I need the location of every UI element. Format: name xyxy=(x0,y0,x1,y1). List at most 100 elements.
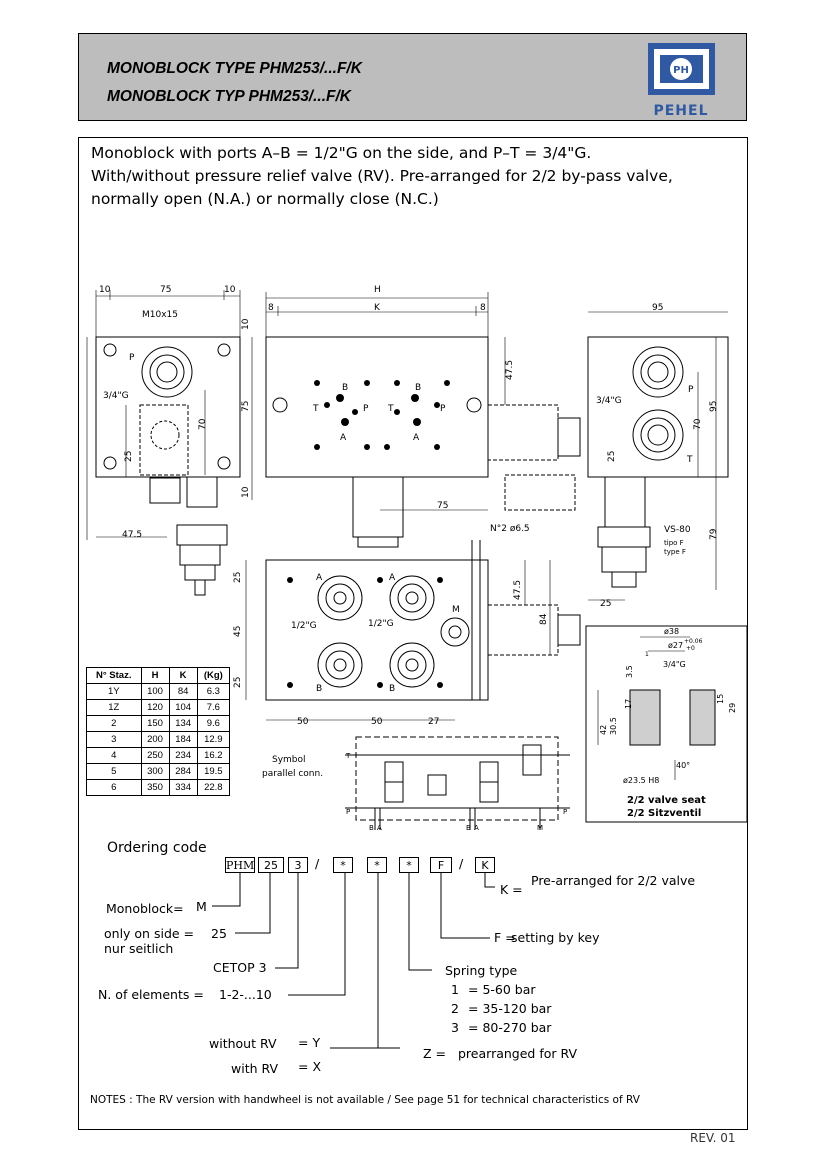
code-box-25: 25 xyxy=(258,857,284,873)
dim-45: 45 xyxy=(233,626,243,637)
label-n2-holes: N°2 ø6.5 xyxy=(490,524,530,534)
code-box-f: F xyxy=(430,857,452,873)
ordering-title: Ordering code xyxy=(107,840,207,856)
spring-1-range: = 5-60 bar xyxy=(468,982,536,997)
spring-3-num: 3 xyxy=(451,1020,459,1035)
seat-d38: ø38 xyxy=(664,627,679,636)
symbol-b-2: B xyxy=(466,824,471,832)
label-vs80: VS-80 xyxy=(664,525,691,535)
seat-d15: 15 xyxy=(716,694,725,704)
table-row: 6 350 334 22.8 xyxy=(86,779,231,796)
cetop-label: CETOP 3 xyxy=(213,960,267,975)
dim-79: 79 xyxy=(709,528,719,540)
dim-v-70-left: 70 xyxy=(198,418,208,430)
dim-v-25-left: 25 xyxy=(124,451,134,462)
logo-monogram: PH xyxy=(673,65,689,76)
seat-tol: +0.06 xyxy=(684,638,703,645)
dimension-table: N° Staz. H K (Kg) 1Y 100 84 6.3 1Z 120 1… xyxy=(86,667,231,796)
label-m10x15: M10x15 xyxy=(142,310,178,320)
label-m-bottom: M xyxy=(452,605,460,615)
symbol-t: T xyxy=(345,752,351,760)
dim-95-side: 95 xyxy=(709,401,719,412)
table-row: 4 250 234 16.2 xyxy=(86,747,231,764)
dim-25-side: 25 xyxy=(607,451,617,462)
pehel-logo: PH PEHEL xyxy=(648,43,715,119)
code-box-phm: PHM xyxy=(225,857,255,873)
side-label-de: nur seitlich xyxy=(104,941,174,956)
label-type: type F xyxy=(664,548,686,556)
label-t-front-1: T xyxy=(312,404,319,414)
table-row: 2 150 134 9.6 xyxy=(86,715,231,732)
seat-caption-1: 2/2 valve seat xyxy=(627,795,706,806)
dim-k: K xyxy=(374,303,381,313)
label-t-right: T xyxy=(686,455,693,465)
symbol-title-2: parallel conn. xyxy=(262,769,323,779)
header-banner: MONOBLOCK TYPE PHM253/...F/K MONOBLOCK T… xyxy=(78,33,747,121)
elements-label: N. of elements = xyxy=(98,987,204,1002)
title-line-2: MONOBLOCK TYP PHM253/...F/K xyxy=(107,88,352,105)
dim-50-1: 50 xyxy=(297,717,309,727)
code-box-star-1: * xyxy=(333,857,353,873)
code-box-star-2: * xyxy=(367,857,387,873)
spring-1-num: 1 xyxy=(451,982,459,997)
monoblock-label: Monoblock= xyxy=(106,901,184,916)
label-tipo: tipo F xyxy=(664,539,684,547)
seat-d29: 29 xyxy=(728,703,737,713)
dim-27: 27 xyxy=(428,717,439,727)
label-g34-right: 3/4"G xyxy=(596,396,622,406)
symbol-a-1: A xyxy=(377,824,382,832)
symbol-b-1: B xyxy=(369,824,374,832)
logo-wordmark: PEHEL xyxy=(653,103,708,119)
spring-2-range: = 35-120 bar xyxy=(468,1001,552,1016)
f-label: F = xyxy=(494,930,516,945)
spring-2-num: 2 xyxy=(451,1001,459,1016)
dim-95-top: 95 xyxy=(652,303,663,313)
label-g12-1: 1/2"G xyxy=(291,621,317,631)
spring-3-range: = 80-270 bar xyxy=(468,1020,552,1035)
code-sep-1: / xyxy=(315,856,320,871)
dim-47-5-front: 47.5 xyxy=(505,360,515,380)
revision-label: REV. 01 xyxy=(690,1131,736,1145)
label-p-front-1: P xyxy=(363,404,369,414)
label-a-bottom-2: A xyxy=(389,573,396,583)
label-a-bottom-1: A xyxy=(316,573,323,583)
dim-70-right: 70 xyxy=(693,418,703,430)
code-box-3: 3 xyxy=(288,857,308,873)
seat-d3-5: 3.5 xyxy=(625,665,634,678)
seat-d17: 17 xyxy=(624,699,633,709)
table-row: 1Z 120 104 7.6 xyxy=(86,699,231,716)
f-description: setting by key xyxy=(511,930,600,945)
hydraulic-symbol-frame xyxy=(355,736,559,821)
with-rv-label: with RV xyxy=(231,1061,279,1076)
intro-line-1: Monoblock with ports A–B = 1/2"G on the … xyxy=(91,144,592,162)
side-view-right-body xyxy=(587,336,729,478)
table-header-row: N° Staz. H K (Kg) xyxy=(86,667,231,684)
seat-angle: 40° xyxy=(676,761,690,770)
dim-left-10a: 10 xyxy=(99,285,111,295)
dim-v-10-top: 10 xyxy=(241,318,251,330)
dim-25-bot-top: 25 xyxy=(233,572,243,583)
z-description: prearranged for RV xyxy=(458,1046,578,1061)
label-g12-2: 1/2"G xyxy=(368,619,394,629)
seat-d27: ø27 xyxy=(668,641,683,650)
label-p-right: P xyxy=(688,385,694,395)
label-port-p-left: P xyxy=(129,353,135,363)
side-view-left-body xyxy=(95,336,241,478)
label-b-front-2: B xyxy=(415,383,421,393)
label-g34-left: 3/4"G xyxy=(103,391,129,401)
dim-v-10-bottom: 10 xyxy=(241,486,251,498)
table-cell: 22.8 xyxy=(196,779,231,796)
side-label: only on side = xyxy=(104,926,195,941)
dim-75-front: 75 xyxy=(437,501,448,511)
label-t-front-2: T xyxy=(387,404,394,414)
dim-47-5-left: 47.5 xyxy=(122,530,142,540)
elements-value: 1-2-...10 xyxy=(219,987,272,1002)
seat-g34: 3/4"G xyxy=(663,660,686,669)
symbol-title-1: Symbol xyxy=(272,755,306,765)
k-label: K = xyxy=(500,882,523,897)
intro-line-2: With/without pressure relief valve (RV).… xyxy=(91,167,673,185)
label-a-front-2: A xyxy=(413,433,420,443)
dim-left-10b: 10 xyxy=(224,285,236,295)
k-description: Pre-arranged for 2/2 valve xyxy=(531,873,696,888)
